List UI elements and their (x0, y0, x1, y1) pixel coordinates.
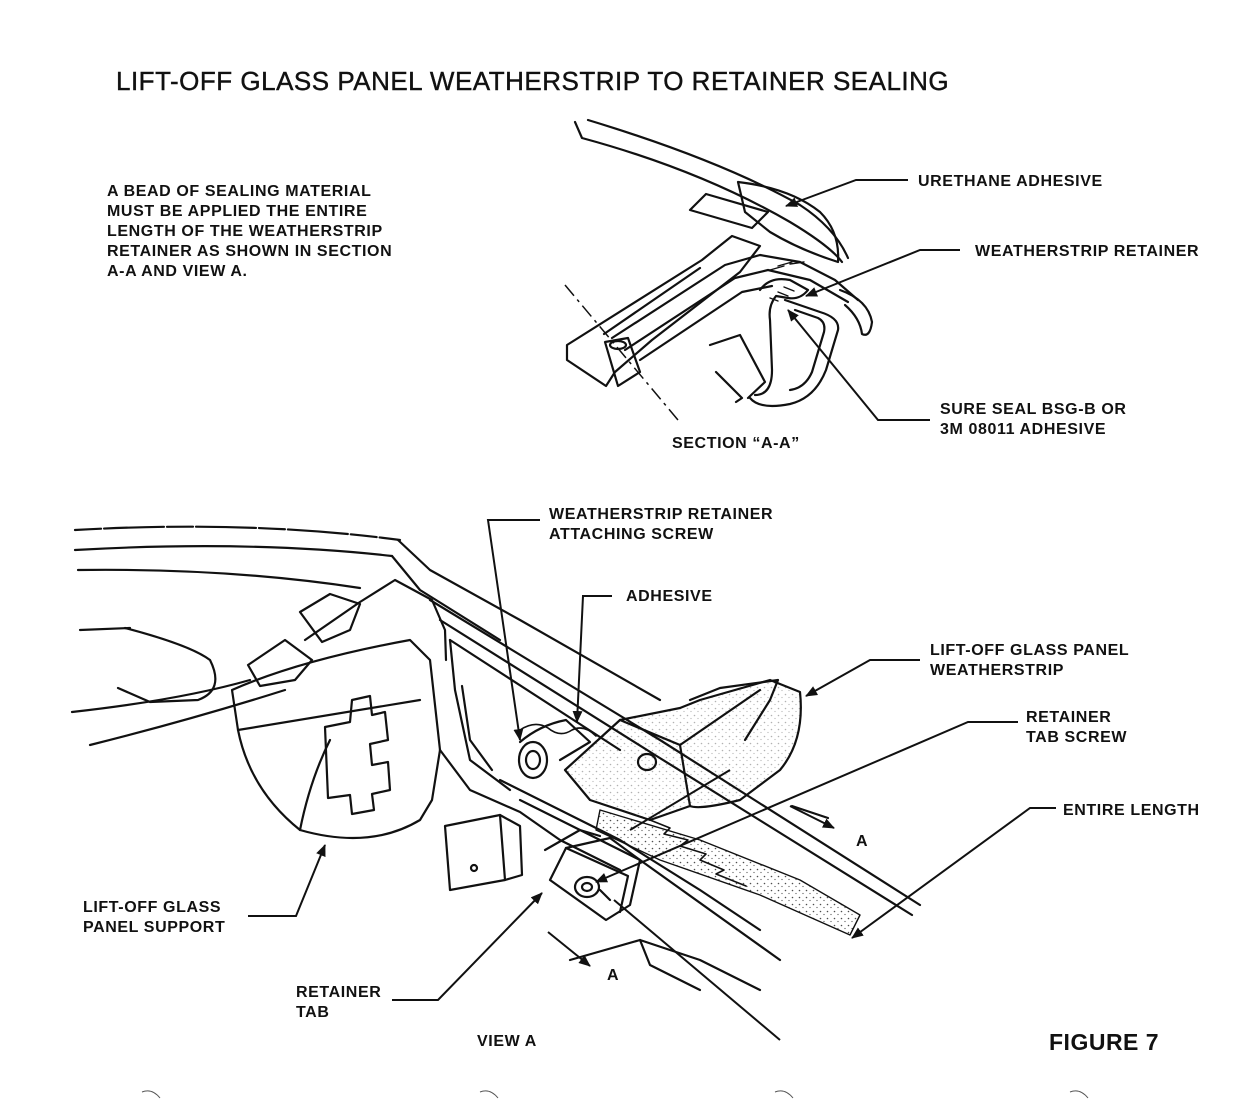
section-a-a-drawing (567, 120, 872, 406)
view-a-caption: VIEW A (477, 1033, 537, 1050)
label-panel-support: LIFT-OFF GLASS PANEL SUPPORT (83, 899, 226, 936)
label-adhesive: ADHESIVE (626, 588, 713, 605)
label-retainer-tab: RETAINER TAB (296, 984, 382, 1021)
label-weatherstrip-retainer: WEATHERSTRIP RETAINER (975, 243, 1200, 260)
figure-title: LIFT-OFF GLASS PANEL WEATHERSTRIP TO RET… (116, 66, 950, 96)
view-leaders (248, 520, 1056, 1040)
section-centerline (565, 285, 678, 420)
section-leaders (785, 180, 960, 420)
page-edge-marks (142, 1091, 1088, 1098)
label-glass-panel-weatherstrip: LIFT-OFF GLASS PANEL WEATHERSTRIP (930, 642, 1130, 679)
view-a-drawing (72, 527, 920, 990)
section-marker-a-upper: A (856, 833, 869, 850)
figure-number: FIGURE 7 (1049, 1029, 1160, 1055)
sealing-note: A BEAD OF SEALING MATERIAL MUST BE APPLI… (107, 183, 393, 280)
label-attaching-screw: WEATHERSTRIP RETAINER ATTACHING SCREW (549, 506, 774, 543)
label-retainer-tab-screw: RETAINER TAB SCREW (1026, 709, 1128, 746)
section-marker-a-lower: A (607, 967, 620, 984)
label-sure-seal-adhesive: SURE SEAL BSG-B OR 3M 08011 ADHESIVE (940, 401, 1127, 438)
label-urethane-adhesive: URETHANE ADHESIVE (918, 173, 1103, 190)
label-entire-length: ENTIRE LENGTH (1063, 802, 1200, 819)
section-a-a-caption: SECTION “A-A” (672, 435, 800, 452)
